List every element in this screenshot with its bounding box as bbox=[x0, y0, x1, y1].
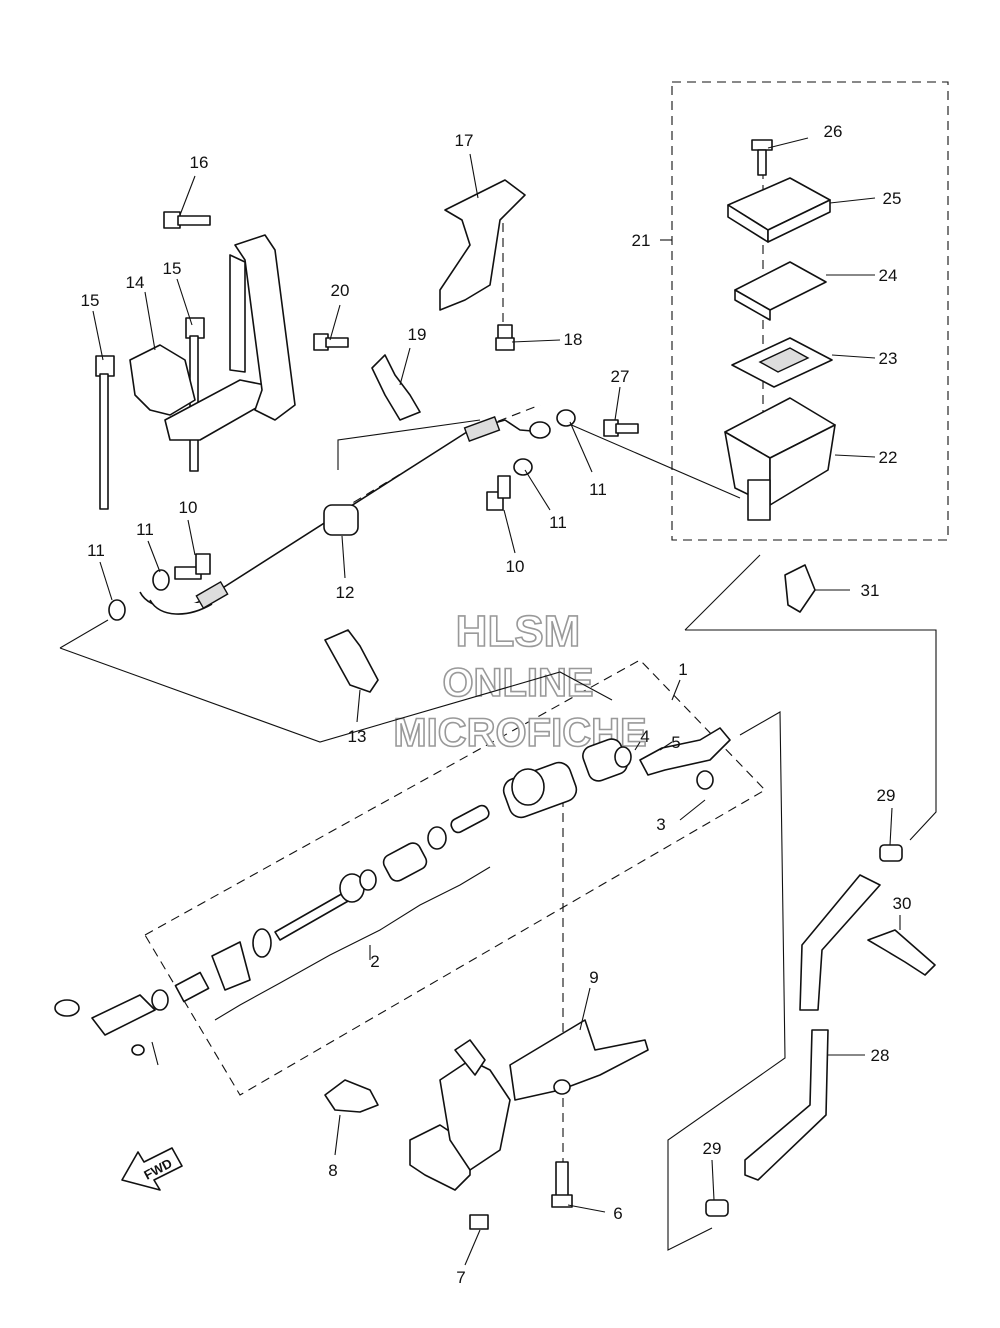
callout-21: 21 bbox=[632, 231, 651, 250]
watermark-line-2: ONLINE bbox=[442, 661, 593, 705]
callout-11-right-lower: 11 bbox=[549, 513, 567, 532]
callout-3: 3 bbox=[656, 815, 665, 834]
callout-26: 26 bbox=[824, 122, 843, 141]
watermark: HLSM ONLINE MICROFICHE bbox=[393, 606, 648, 756]
callout-1: 1 bbox=[678, 660, 687, 679]
clip-31 bbox=[784, 564, 816, 613]
reservoir-hose-28 bbox=[744, 874, 881, 1181]
washer-11-d bbox=[513, 458, 533, 476]
watermark-line-1: HLSM bbox=[456, 607, 581, 656]
callout-15-left: 15 bbox=[81, 291, 100, 310]
callout-labels: 16 17 14 15 15 20 19 18 27 11 11 10 10 1… bbox=[81, 122, 912, 1287]
diaphragm-plate-24 bbox=[734, 261, 827, 321]
hose-joint-5 bbox=[639, 727, 731, 776]
diaphragm-23 bbox=[731, 337, 833, 388]
callout-19: 19 bbox=[408, 325, 427, 344]
piston-kit-2 bbox=[174, 804, 490, 1003]
reservoir-cap-25 bbox=[727, 177, 831, 243]
hose-clamp-17 bbox=[439, 179, 526, 311]
union-bolt-10-a bbox=[174, 553, 211, 580]
clevis-pushrod bbox=[54, 989, 169, 1066]
callout-7: 7 bbox=[456, 1268, 465, 1287]
callout-9: 9 bbox=[589, 968, 598, 987]
callout-14: 14 bbox=[126, 273, 145, 292]
bolt-20 bbox=[313, 333, 349, 351]
callout-20: 20 bbox=[331, 281, 350, 300]
union-bolt-10-b bbox=[486, 475, 511, 511]
callout-6: 6 bbox=[613, 1204, 622, 1223]
callout-2: 2 bbox=[370, 952, 379, 971]
callout-leaders bbox=[92, 137, 901, 1266]
callout-11-left: 11 bbox=[87, 541, 105, 560]
washer-11-a bbox=[108, 599, 126, 621]
callout-5: 5 bbox=[671, 733, 680, 752]
nut-7 bbox=[469, 1214, 489, 1230]
hose-holder-30 bbox=[867, 929, 936, 976]
callout-28: 28 bbox=[871, 1046, 890, 1065]
holder-19 bbox=[371, 354, 421, 421]
reservoir-screw-26 bbox=[751, 139, 773, 176]
cable-tie-left bbox=[95, 355, 115, 510]
callout-27: 27 bbox=[611, 367, 630, 386]
hose-clamp-29-lower bbox=[705, 1199, 729, 1217]
callout-10-left: 10 bbox=[179, 498, 198, 517]
callout-17: 17 bbox=[455, 131, 474, 150]
callout-11-right-upper: 11 bbox=[589, 480, 607, 499]
washer-11-c bbox=[556, 409, 576, 427]
clip-13 bbox=[324, 629, 379, 693]
callout-18: 18 bbox=[564, 330, 583, 349]
grommet-12 bbox=[323, 504, 359, 536]
o-ring-4 bbox=[614, 746, 632, 768]
clip-8 bbox=[324, 1079, 379, 1113]
callout-31: 31 bbox=[861, 581, 880, 600]
callout-29-lower: 29 bbox=[703, 1139, 722, 1158]
master-cylinder-assembly-outline bbox=[144, 659, 766, 1096]
callout-15-right: 15 bbox=[163, 259, 182, 278]
callout-13: 13 bbox=[348, 727, 367, 746]
callout-11-mid: 11 bbox=[136, 520, 154, 539]
callout-8: 8 bbox=[328, 1161, 337, 1180]
reservoir-body-22 bbox=[724, 397, 836, 521]
callout-22: 22 bbox=[879, 448, 898, 467]
brake-hose bbox=[139, 416, 551, 615]
fwd-direction-arrow: FWD bbox=[121, 1147, 183, 1191]
reservoir-assembly-outline bbox=[671, 81, 949, 541]
pedal-bracket-9 bbox=[409, 1019, 649, 1191]
callout-23: 23 bbox=[879, 349, 898, 368]
washer-11-b bbox=[152, 569, 170, 591]
callout-10-right: 10 bbox=[506, 557, 525, 576]
master-cylinder-body bbox=[502, 738, 628, 819]
callout-4: 4 bbox=[640, 727, 649, 746]
circlip-3 bbox=[696, 770, 714, 790]
callout-29-upper: 29 bbox=[877, 786, 896, 805]
bolt-18 bbox=[495, 324, 515, 351]
callout-30: 30 bbox=[893, 894, 912, 913]
bolt-16 bbox=[163, 211, 211, 229]
callout-25: 25 bbox=[883, 189, 902, 208]
callout-24: 24 bbox=[879, 266, 898, 285]
callout-16: 16 bbox=[190, 153, 209, 172]
callout-12: 12 bbox=[336, 583, 355, 602]
bolt-6 bbox=[551, 1161, 573, 1208]
cable-guide-bracket bbox=[129, 234, 296, 441]
hose-clamp-29-upper bbox=[879, 844, 903, 862]
screw-27 bbox=[603, 419, 639, 437]
